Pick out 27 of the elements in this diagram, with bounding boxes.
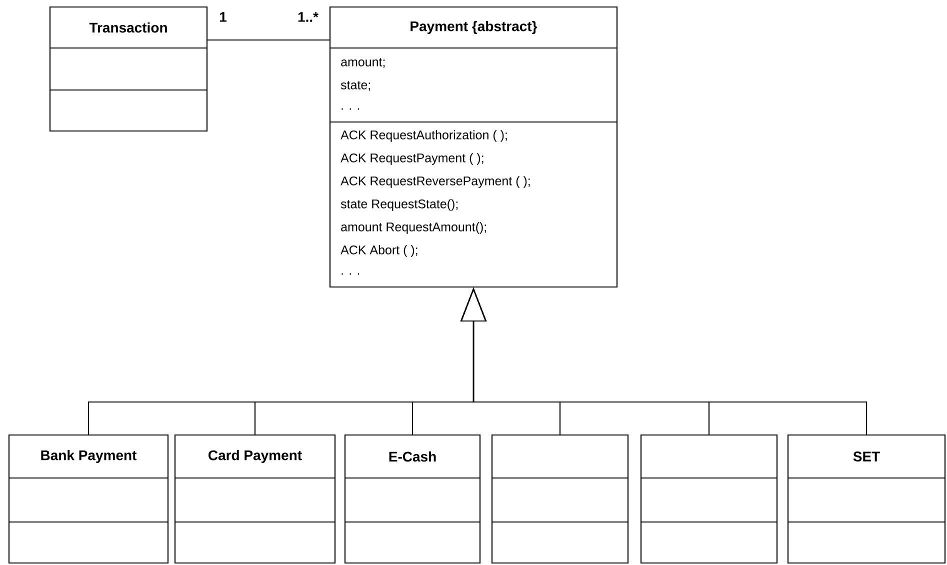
operation-text: ACK RequestPayment ( ); bbox=[340, 153, 484, 165]
attribute-text: state; bbox=[340, 81, 370, 91]
operation-text: ACK RequestAuthorization ( ); bbox=[340, 130, 507, 142]
operation-text: ACK Abort ( ); bbox=[340, 245, 418, 257]
class-box bbox=[174, 434, 336, 564]
class-name: Transaction bbox=[89, 22, 167, 33]
class-name: E-Cash bbox=[389, 451, 436, 462]
operation-text: state RequestState(); bbox=[340, 199, 458, 211]
operation-text: ACK RequestReversePayment ( ); bbox=[340, 176, 530, 188]
class-box bbox=[8, 434, 169, 564]
operation-text: . . . bbox=[342, 273, 360, 275]
class-box bbox=[344, 434, 481, 564]
class-name: Bank Payment bbox=[41, 450, 137, 464]
multiplicity-label: 1..* bbox=[298, 12, 318, 22]
multiplicity-label: 1 bbox=[220, 12, 227, 22]
class-box bbox=[49, 6, 208, 132]
class-name: Card Payment bbox=[208, 450, 302, 464]
class-box bbox=[787, 434, 946, 564]
class-box bbox=[491, 434, 629, 564]
attribute-text: amount; bbox=[341, 58, 385, 68]
class-box bbox=[640, 434, 778, 564]
class-box bbox=[329, 6, 618, 288]
operation-text: amount RequestAmount(); bbox=[341, 222, 486, 234]
class-name: Payment {abstract} bbox=[410, 20, 538, 34]
attribute-text: . . . bbox=[342, 108, 360, 110]
class-name: SET bbox=[853, 452, 880, 462]
association-line bbox=[208, 39, 330, 41]
